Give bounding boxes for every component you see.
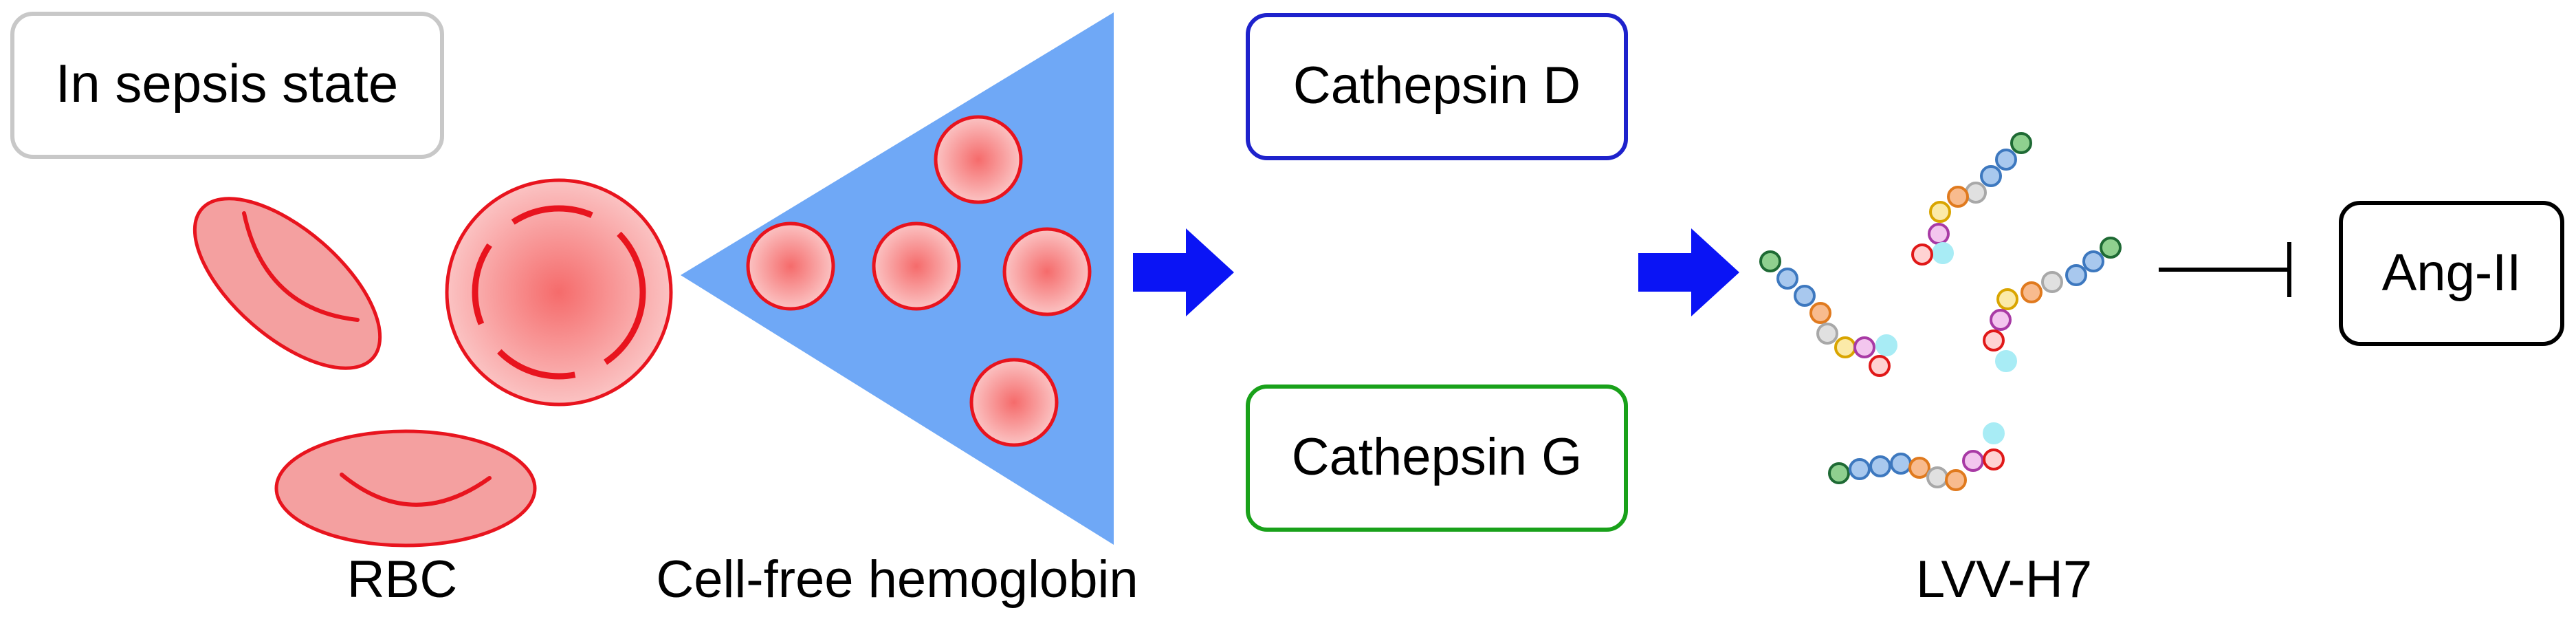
peptide-bead-icon [1962,450,1984,472]
peptide-bead-icon [2021,281,2043,303]
cathepsin-d-border [1246,13,1628,160]
peptide-bead-icon [1908,457,1930,479]
hemoglobin-circle-icon [746,221,835,311]
state-label: In sepsis state [56,53,399,113]
peptide-bead-icon [1816,323,1838,345]
rbc-icon-tilted [192,197,382,370]
peptide-chains-icon [1759,132,2122,491]
rbc-icon-flat [274,429,537,548]
cathepsin-g-box: Cathepsin G [1246,385,1628,532]
peptide-bead-icon [1759,250,1781,272]
peptide-bead-icon [1983,422,2005,444]
hemoglobin-circle-icon [969,358,1059,447]
lvv-h7-label: LVV-H7 [1916,550,2092,609]
hemoglobin-triangle [681,12,1114,545]
peptide-bead-icon [1776,268,1798,290]
cell-free-hemoglobin-label: Cell-free hemoglobin [656,550,1138,609]
peptide-bead-icon [1926,466,1948,488]
peptide-bead-icon [1947,186,1969,208]
peptide-bead-icon [1995,350,2017,372]
cathepsin-g-label: Cathepsin G [1292,428,1582,486]
peptide-bead-icon [2065,264,2087,286]
arrow-right-icon [1133,228,1234,316]
peptide-bead-icon [1990,309,2012,331]
peptide-bead-icon [1945,469,1967,491]
peptide-bead-icon [1980,165,2002,187]
peptide-bead-icon [1828,462,1850,484]
peptide-bead-icon [1932,242,1954,264]
state-box-border [10,12,444,159]
cathepsin-g-border [1246,385,1628,532]
peptide-bead-icon [1996,288,2018,310]
peptide-bead-icon [1983,329,2005,351]
peptide-bead-icon [1890,453,1912,475]
peptide-bead-icon [1928,223,1950,245]
peptide-bead-icon [1911,243,1933,266]
peptide-bead-icon [1869,355,1891,377]
peptide-bead-icon [1794,285,1816,307]
peptide-bead-icon [2100,237,2122,259]
hemoglobin-circle-icon [1002,227,1092,316]
peptide-bead-icon [1849,458,1871,480]
state-box: In sepsis state [10,12,444,159]
peptide-bead-icon [1869,455,1891,477]
peptide-bead-icon [1834,336,1856,358]
peptide-bead-icon [1983,448,2005,470]
rbc-cluster-icon [192,178,673,548]
arrow-right-icon [1638,228,1739,316]
peptide-bead-icon [2082,250,2104,272]
hemoglobin-circle-icon [872,221,961,311]
peptide-bead-icon [2010,132,2032,154]
ang-ii-box: Ang-II [2339,201,2564,346]
peptide-bead-icon [2041,271,2063,293]
peptide-bead-icon [1875,334,1897,356]
peptide-bead-icon [1929,201,1951,223]
rbc-icon-round [445,178,673,407]
inhibition-icon [2159,242,2291,297]
cathepsin-d-label: Cathepsin D [1293,56,1581,115]
peptide-bead-icon [1995,149,2017,171]
peptide-bead-icon [1809,302,1831,324]
hemoglobin-circle-icon [934,115,1023,204]
peptide-bead-icon [1965,182,1987,204]
cathepsin-d-box: Cathepsin D [1246,13,1628,160]
ang-ii-border [2339,201,2564,346]
rbc-label: RBC [347,550,457,609]
ang-ii-label: Ang-II [2382,243,2522,302]
peptide-bead-icon [1853,336,1875,358]
